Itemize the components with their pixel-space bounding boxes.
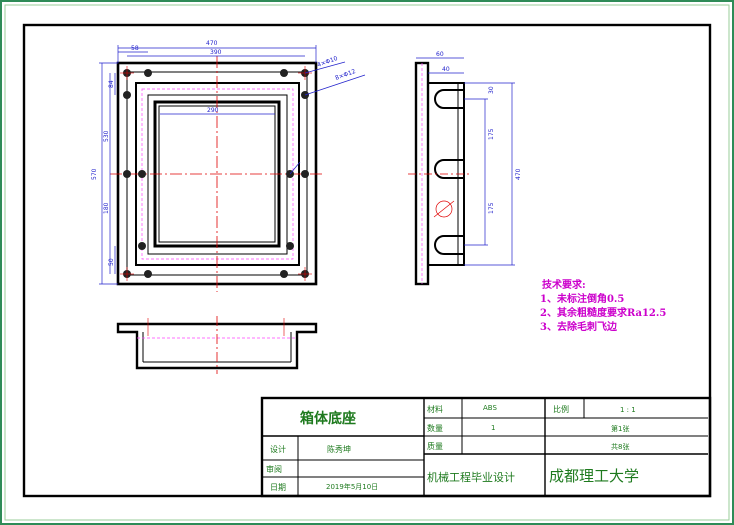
quantity-label: 数量 [427, 423, 443, 433]
dim-side-top: 60 [436, 51, 444, 58]
sheet-label: 第1张 [611, 424, 629, 433]
quantity-value: 1 [491, 424, 495, 432]
side-view: 60 40 470 175 175 30 [408, 51, 522, 286]
notes-item-3: 3、去除毛刺飞边 [540, 320, 618, 333]
hole [144, 69, 152, 77]
side-reference-diagonal [433, 200, 455, 218]
material-value: ABS [483, 404, 497, 412]
dim-front-side-2: 180 [103, 202, 110, 214]
dim-side-right-3: 30 [488, 86, 495, 94]
dim-front-height-inner: 530 [103, 130, 110, 142]
side-dimensions [416, 57, 515, 266]
dim-front-side-3: 50 [108, 258, 115, 266]
mass-label: 质量 [427, 441, 443, 451]
side-slot-top [434, 89, 464, 109]
date-value: 2019年5月10日 [326, 482, 378, 491]
front-dimensions [99, 45, 366, 285]
technical-notes: 技术要求: 1、未标注倒角0.5 2、其余粗糙度要求Ra12.5 3、去除毛刺飞… [540, 278, 666, 333]
review-label: 审阅 [266, 464, 282, 474]
side-slot-bottom [434, 235, 464, 255]
dim-front-top-inner: 390 [210, 49, 222, 56]
designer-value: 陈秀坤 [327, 444, 351, 454]
hole [138, 242, 146, 250]
dim-front-side-1: 84 [108, 80, 115, 88]
date-label: 日期 [270, 483, 286, 492]
section-outline [116, 322, 318, 370]
sheet-inner-border [4, 4, 730, 521]
side-slot-middle [434, 159, 464, 179]
material-label: 材料 [427, 404, 443, 414]
dim-front-window: 290 [207, 107, 219, 114]
scale-label: 比例 [553, 404, 569, 414]
hole [138, 170, 146, 178]
hole [280, 270, 288, 278]
notes-heading: 技术要求: [542, 278, 586, 291]
notes-item-2: 2、其余粗糙度要求Ra12.5 [540, 306, 666, 319]
hole [123, 170, 131, 178]
notes-item-1: 1、未标注倒角0.5 [540, 292, 624, 305]
title-block [260, 396, 712, 498]
front-view: 470 390 58 570 530 84 180 50 290 4×Φ10 8… [91, 40, 366, 292]
side-reference-circle [435, 200, 453, 218]
scale-value: 1 : 1 [620, 406, 636, 414]
dim-side-top-inner: 40 [442, 66, 450, 73]
hole [301, 170, 309, 178]
dim-hole-note-2: 8×Φ12 [334, 68, 356, 82]
school-name: 成都理工大学 [549, 467, 639, 485]
hole [286, 242, 294, 250]
dim-side-right-1: 175 [488, 128, 495, 140]
dim-front-top-overall: 470 [206, 40, 218, 47]
hole [280, 69, 288, 77]
hole-center-marks [120, 66, 312, 281]
hole [123, 91, 131, 99]
designer-label: 设计 [270, 444, 286, 454]
dim-front-top-left: 58 [131, 45, 139, 52]
bottom-section-view [116, 316, 318, 374]
part-name: 箱体底座 [300, 410, 356, 427]
front-mounting-holes [123, 69, 309, 278]
dim-side-right-2: 175 [488, 202, 495, 214]
dim-side-right-overall: 470 [515, 168, 522, 180]
hole [144, 270, 152, 278]
project-title: 机械工程毕业设计 [427, 470, 515, 484]
front-wall-inner [147, 94, 288, 255]
dim-front-height: 570 [91, 168, 98, 180]
total-label: 共8张 [611, 442, 629, 451]
